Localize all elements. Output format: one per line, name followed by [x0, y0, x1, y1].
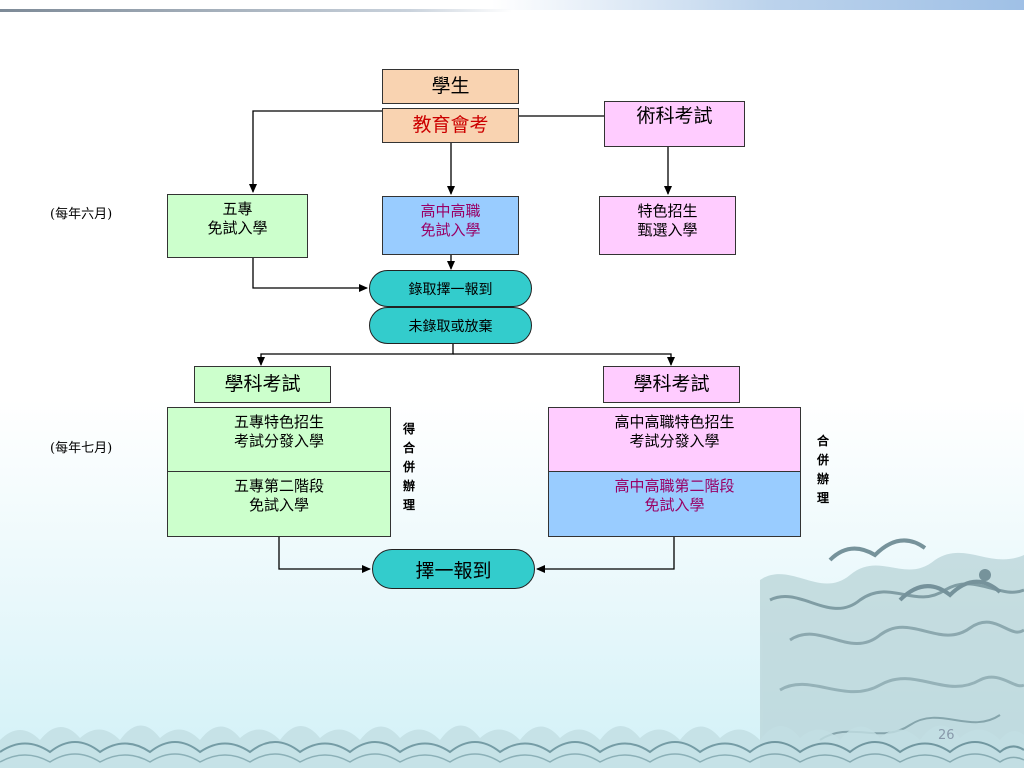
arts-test-label: 術科考試	[636, 105, 713, 127]
five-year-second-label: 五專第二階段 免試入學	[233, 477, 324, 514]
connector-right-to-final	[536, 537, 675, 573]
exam-label: 教育會考	[412, 114, 489, 136]
top-decoration-bar	[0, 0, 1024, 12]
final-choose-pill: 擇一報到	[372, 549, 535, 589]
highschool-free-label: 高中高職 免試入學	[420, 202, 481, 239]
five-year-free-label: 五專 免試入學	[207, 200, 268, 237]
admit-choose-pill: 錄取擇一報到	[369, 270, 532, 307]
hs-second-label: 高中高職第二階段 免試入學	[614, 477, 735, 514]
hs-specialty-box: 高中高職特色招生 考試分發入學	[548, 407, 801, 472]
specialty-screening-label: 特色招生 甄選入學	[637, 202, 698, 239]
wave-pattern	[0, 725, 1024, 768]
not-admitted-pill: 未錄取或放棄	[369, 307, 532, 344]
exam-box: 教育會考	[382, 108, 519, 143]
student-box: 學生	[382, 69, 519, 104]
hs-specialty-label: 高中高職特色招生 考試分發入學	[614, 413, 735, 450]
july-label: (每年七月)	[50, 441, 113, 456]
connector-left-to-final	[278, 537, 371, 573]
connector-to-subject-test-left	[257, 343, 454, 366]
arts-test-box: 術科考試	[604, 101, 745, 147]
connector-five-year-to-admit	[252, 258, 368, 292]
student-label: 學生	[431, 75, 470, 97]
five-year-specialty-box: 五專特色招生 考試分發入學	[167, 407, 391, 472]
may-merge-note: 得合併辦理	[402, 420, 416, 515]
subject-test-left-box: 學科考試	[194, 366, 331, 403]
page-number: 26	[938, 728, 955, 743]
connector-to-subject-test-right	[453, 353, 675, 366]
june-label: (每年六月)	[50, 207, 113, 222]
final-choose-label: 擇一報到	[415, 559, 492, 582]
hs-second-box: 高中高職第二階段 免試入學	[548, 471, 801, 537]
highschool-free-box: 高中高職 免試入學	[382, 196, 519, 255]
not-admitted-label: 未錄取或放棄	[408, 318, 493, 335]
subject-test-right-box: 學科考試	[603, 366, 740, 403]
connector-to-five-year-free	[249, 110, 382, 193]
merge-note: 合併辦理	[816, 432, 830, 508]
five-year-second-box: 五專第二階段 免試入學	[167, 471, 391, 537]
merge-label: 合併辦理	[816, 434, 829, 505]
specialty-screening-box: 特色招生 甄選入學	[599, 196, 736, 255]
five-year-free-box: 五專 免試入學	[167, 194, 308, 258]
subject-test-right-label: 學科考試	[633, 373, 710, 395]
five-year-specialty-label: 五專特色招生 考試分發入學	[233, 413, 324, 450]
dragon-illustration	[760, 538, 1024, 768]
subject-test-left-label: 學科考試	[224, 373, 301, 395]
admit-choose-label: 錄取擇一報到	[408, 281, 493, 298]
may-merge-label: 得合併辦理	[402, 422, 415, 512]
